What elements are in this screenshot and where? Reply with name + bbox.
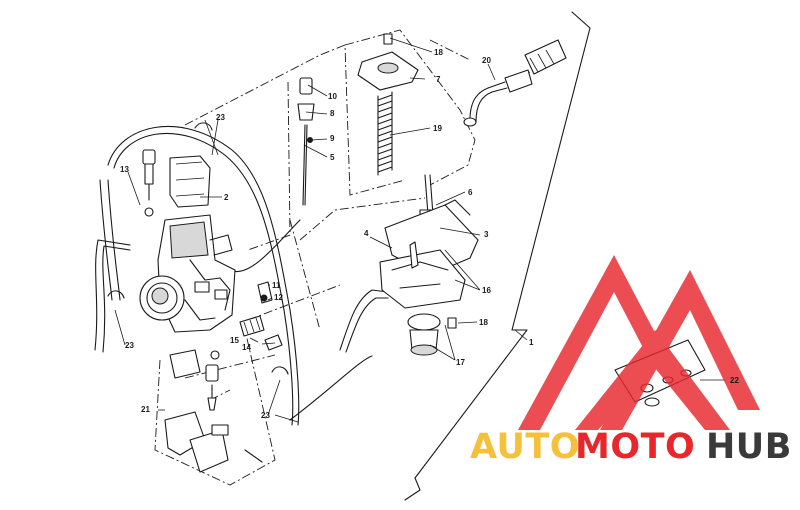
callout-23-bottom: 23 (261, 411, 270, 420)
callout-16: 16 (482, 286, 491, 295)
needle-assembly (297, 77, 315, 206)
callout-5: 5 (330, 153, 335, 162)
watermark-word-auto: AUTO (470, 427, 580, 467)
hose-clamps (107, 122, 289, 375)
part-13-adjuster (142, 149, 156, 217)
logo-outer-triangle-right (600, 270, 760, 430)
callout-14: 14 (242, 343, 251, 352)
callout-1: 1 (529, 338, 534, 347)
callout-9: 9 (330, 134, 335, 143)
small-parts-right (239, 281, 283, 351)
watermark-word-hub: HUB (706, 427, 792, 467)
callout-23-top: 23 (216, 113, 225, 122)
callout-numbers: 1 2 3 4 5 6 7 8 9 10 11 12 13 14 15 16 1… (120, 48, 739, 420)
vent-hoses (94, 125, 389, 426)
watermark-word-moto: MOTO (575, 427, 695, 467)
logo-outer-triangle-left (518, 255, 672, 430)
callout-4: 4 (364, 229, 369, 238)
top-cap-assembly (357, 33, 419, 176)
carburetor-body (139, 214, 236, 333)
throttle-cable-assembly (463, 39, 567, 127)
callout-6: 6 (468, 188, 473, 197)
part-21-float-group (164, 349, 263, 473)
callout-10: 10 (328, 92, 337, 101)
callout-21: 21 (141, 405, 150, 414)
assembly-boundary-line (404, 11, 591, 501)
slide-spring (377, 91, 393, 176)
callout-12: 12 (274, 293, 283, 302)
callout-18-top: 18 (434, 48, 443, 57)
callout-13: 13 (120, 165, 129, 174)
callout-23-left: 23 (125, 341, 134, 350)
callout-2: 2 (224, 193, 229, 202)
part-2-cover (169, 155, 211, 208)
callout-7: 7 (436, 75, 441, 84)
callout-3: 3 (484, 230, 489, 239)
float-bowl-assembly (379, 174, 479, 356)
leader-lines (114, 37, 726, 423)
callout-22: 22 (730, 376, 739, 385)
callout-17: 17 (456, 358, 465, 367)
callout-19: 19 (433, 124, 442, 133)
callout-20: 20 (482, 56, 491, 65)
automotohub-logo (518, 255, 760, 430)
callout-11: 11 (272, 281, 281, 290)
callout-15: 15 (230, 336, 239, 345)
callout-18-bowl: 18 (479, 318, 488, 327)
logo-inner-triangle (575, 330, 730, 430)
callout-8: 8 (330, 109, 335, 118)
